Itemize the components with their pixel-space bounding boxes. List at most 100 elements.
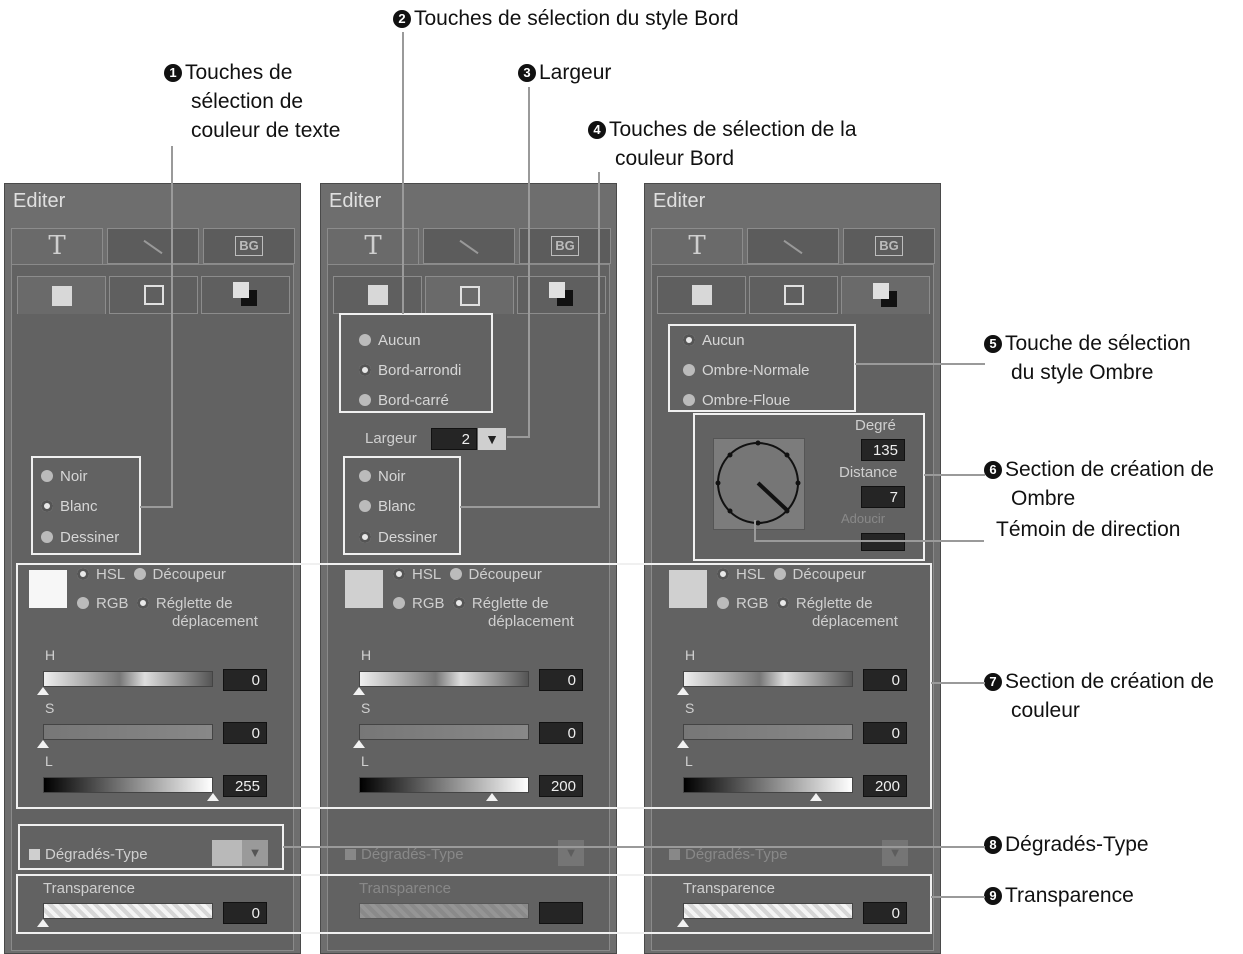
transparency-slider[interactable] [683,903,853,919]
h-slider[interactable] [359,671,529,687]
tab-line[interactable] [107,228,199,264]
transparency-thumb[interactable] [677,919,689,927]
s-thumb[interactable] [677,740,689,748]
h-slider[interactable] [43,671,213,687]
degree-value[interactable]: 135 [861,439,905,461]
transparency-slider[interactable] [359,903,529,919]
color-mode-row-2: RGB Réglette de [393,595,549,612]
h-thumb[interactable] [37,687,49,695]
l-slider[interactable] [683,777,853,793]
s-thumb[interactable] [37,740,49,748]
border-color-dessiner[interactable]: Dessiner [359,529,437,546]
h-slider[interactable] [683,671,853,687]
l-thumb[interactable] [809,793,822,801]
shadow-normale[interactable]: Ombre-Normale [683,362,810,379]
subtab-shadow[interactable] [841,276,930,314]
l-label: L [361,753,369,769]
subtab-shadow[interactable] [201,276,290,314]
shadow-aucun[interactable]: Aucun [683,332,745,349]
slider-radio[interactable] [452,597,465,609]
s-thumb[interactable] [353,740,365,748]
transparency-slider[interactable] [43,903,213,919]
l-slider[interactable] [359,777,529,793]
transparency-thumb[interactable] [37,919,49,927]
subtab-fill[interactable] [333,276,422,314]
h-value[interactable]: 0 [539,669,583,691]
tab-background[interactable]: BG [843,228,935,264]
h-thumb[interactable] [677,687,689,695]
soften-value[interactable] [861,533,905,551]
picker-radio[interactable] [449,568,462,580]
subtab-border[interactable] [425,276,514,314]
checkbox-icon [669,849,680,860]
border-color-noir[interactable]: Noir [359,468,406,485]
gradient-dropdown[interactable]: ▼ [212,840,268,866]
leader-line [402,32,404,314]
s-value[interactable]: 0 [863,722,907,744]
tab-background[interactable]: BG [519,228,611,264]
s-value[interactable]: 0 [223,722,267,744]
border-carre[interactable]: Bord-carré [359,392,449,409]
hsl-radio[interactable] [77,568,89,580]
l-thumb[interactable] [207,793,219,801]
hsl-radio[interactable] [717,568,729,580]
rgb-radio[interactable] [393,597,405,609]
callout-label: Section de création de [1005,458,1214,481]
h-value[interactable]: 0 [863,669,907,691]
l-value[interactable]: 200 [863,775,907,797]
gradient-toggle[interactable]: Dégradés-Type [29,846,148,863]
transparency-value[interactable] [539,902,583,924]
tab-text[interactable]: T [327,228,419,264]
gradient-dropdown[interactable]: ▼ [878,840,908,866]
h-thumb[interactable] [353,687,365,695]
subtab-fill[interactable] [657,276,746,314]
tab-background[interactable]: BG [203,228,295,264]
picker-radio[interactable] [773,568,786,580]
subtab-border[interactable] [109,276,198,314]
s-slider[interactable] [359,724,529,740]
h-value[interactable]: 0 [223,669,267,691]
text-color-blanc[interactable]: Blanc [41,498,98,515]
subtab-shadow[interactable] [517,276,606,314]
transparency-value[interactable]: 0 [863,902,907,924]
gradient-toggle[interactable]: Dégradés-Type [669,846,788,863]
s-slider[interactable] [43,724,213,740]
border-color-blanc[interactable]: Blanc [359,498,416,515]
picker-radio[interactable] [133,568,146,580]
width-dropdown-button[interactable]: ▼ [478,428,506,450]
hsl-radio[interactable] [393,568,405,580]
border-aucun[interactable]: Aucun [359,332,421,349]
border-arrondi[interactable]: Bord-arrondi [359,362,461,379]
shadow-floue[interactable]: Ombre-Floue [683,392,790,409]
s-value[interactable]: 0 [539,722,583,744]
l-slider[interactable] [43,777,213,793]
picker-label-cont: déplacement [172,613,258,630]
tab-text[interactable]: T [651,228,743,264]
s-slider[interactable] [683,724,853,740]
tab-text[interactable]: T [11,228,103,264]
gradient-toggle[interactable]: Dégradés-Type [345,846,464,863]
transparency-value[interactable]: 0 [223,902,267,924]
h-label: H [361,647,372,663]
tab-line[interactable] [423,228,515,264]
callout-label: Témoin de direction [996,518,1181,541]
slider-radio[interactable] [136,597,149,609]
l-thumb[interactable] [485,793,498,801]
rgb-radio[interactable] [77,597,89,609]
text-tab-icon: T [48,231,66,261]
text-color-noir[interactable]: Noir [41,468,88,485]
h-label: H [685,647,696,663]
rgb-radio[interactable] [717,597,729,609]
l-value[interactable]: 255 [223,775,267,797]
subtab-fill[interactable] [17,276,106,314]
slider-radio[interactable] [776,597,789,609]
subtab-border[interactable] [749,276,838,314]
text-color-dessiner[interactable]: Dessiner [41,529,119,546]
gradient-dropdown[interactable]: ▼ [554,840,584,866]
direction-indicator[interactable] [713,438,805,530]
width-value[interactable]: 2 [431,428,477,450]
tab-line[interactable] [747,228,839,264]
distance-value[interactable]: 7 [861,486,905,508]
l-value[interactable]: 200 [539,775,583,797]
